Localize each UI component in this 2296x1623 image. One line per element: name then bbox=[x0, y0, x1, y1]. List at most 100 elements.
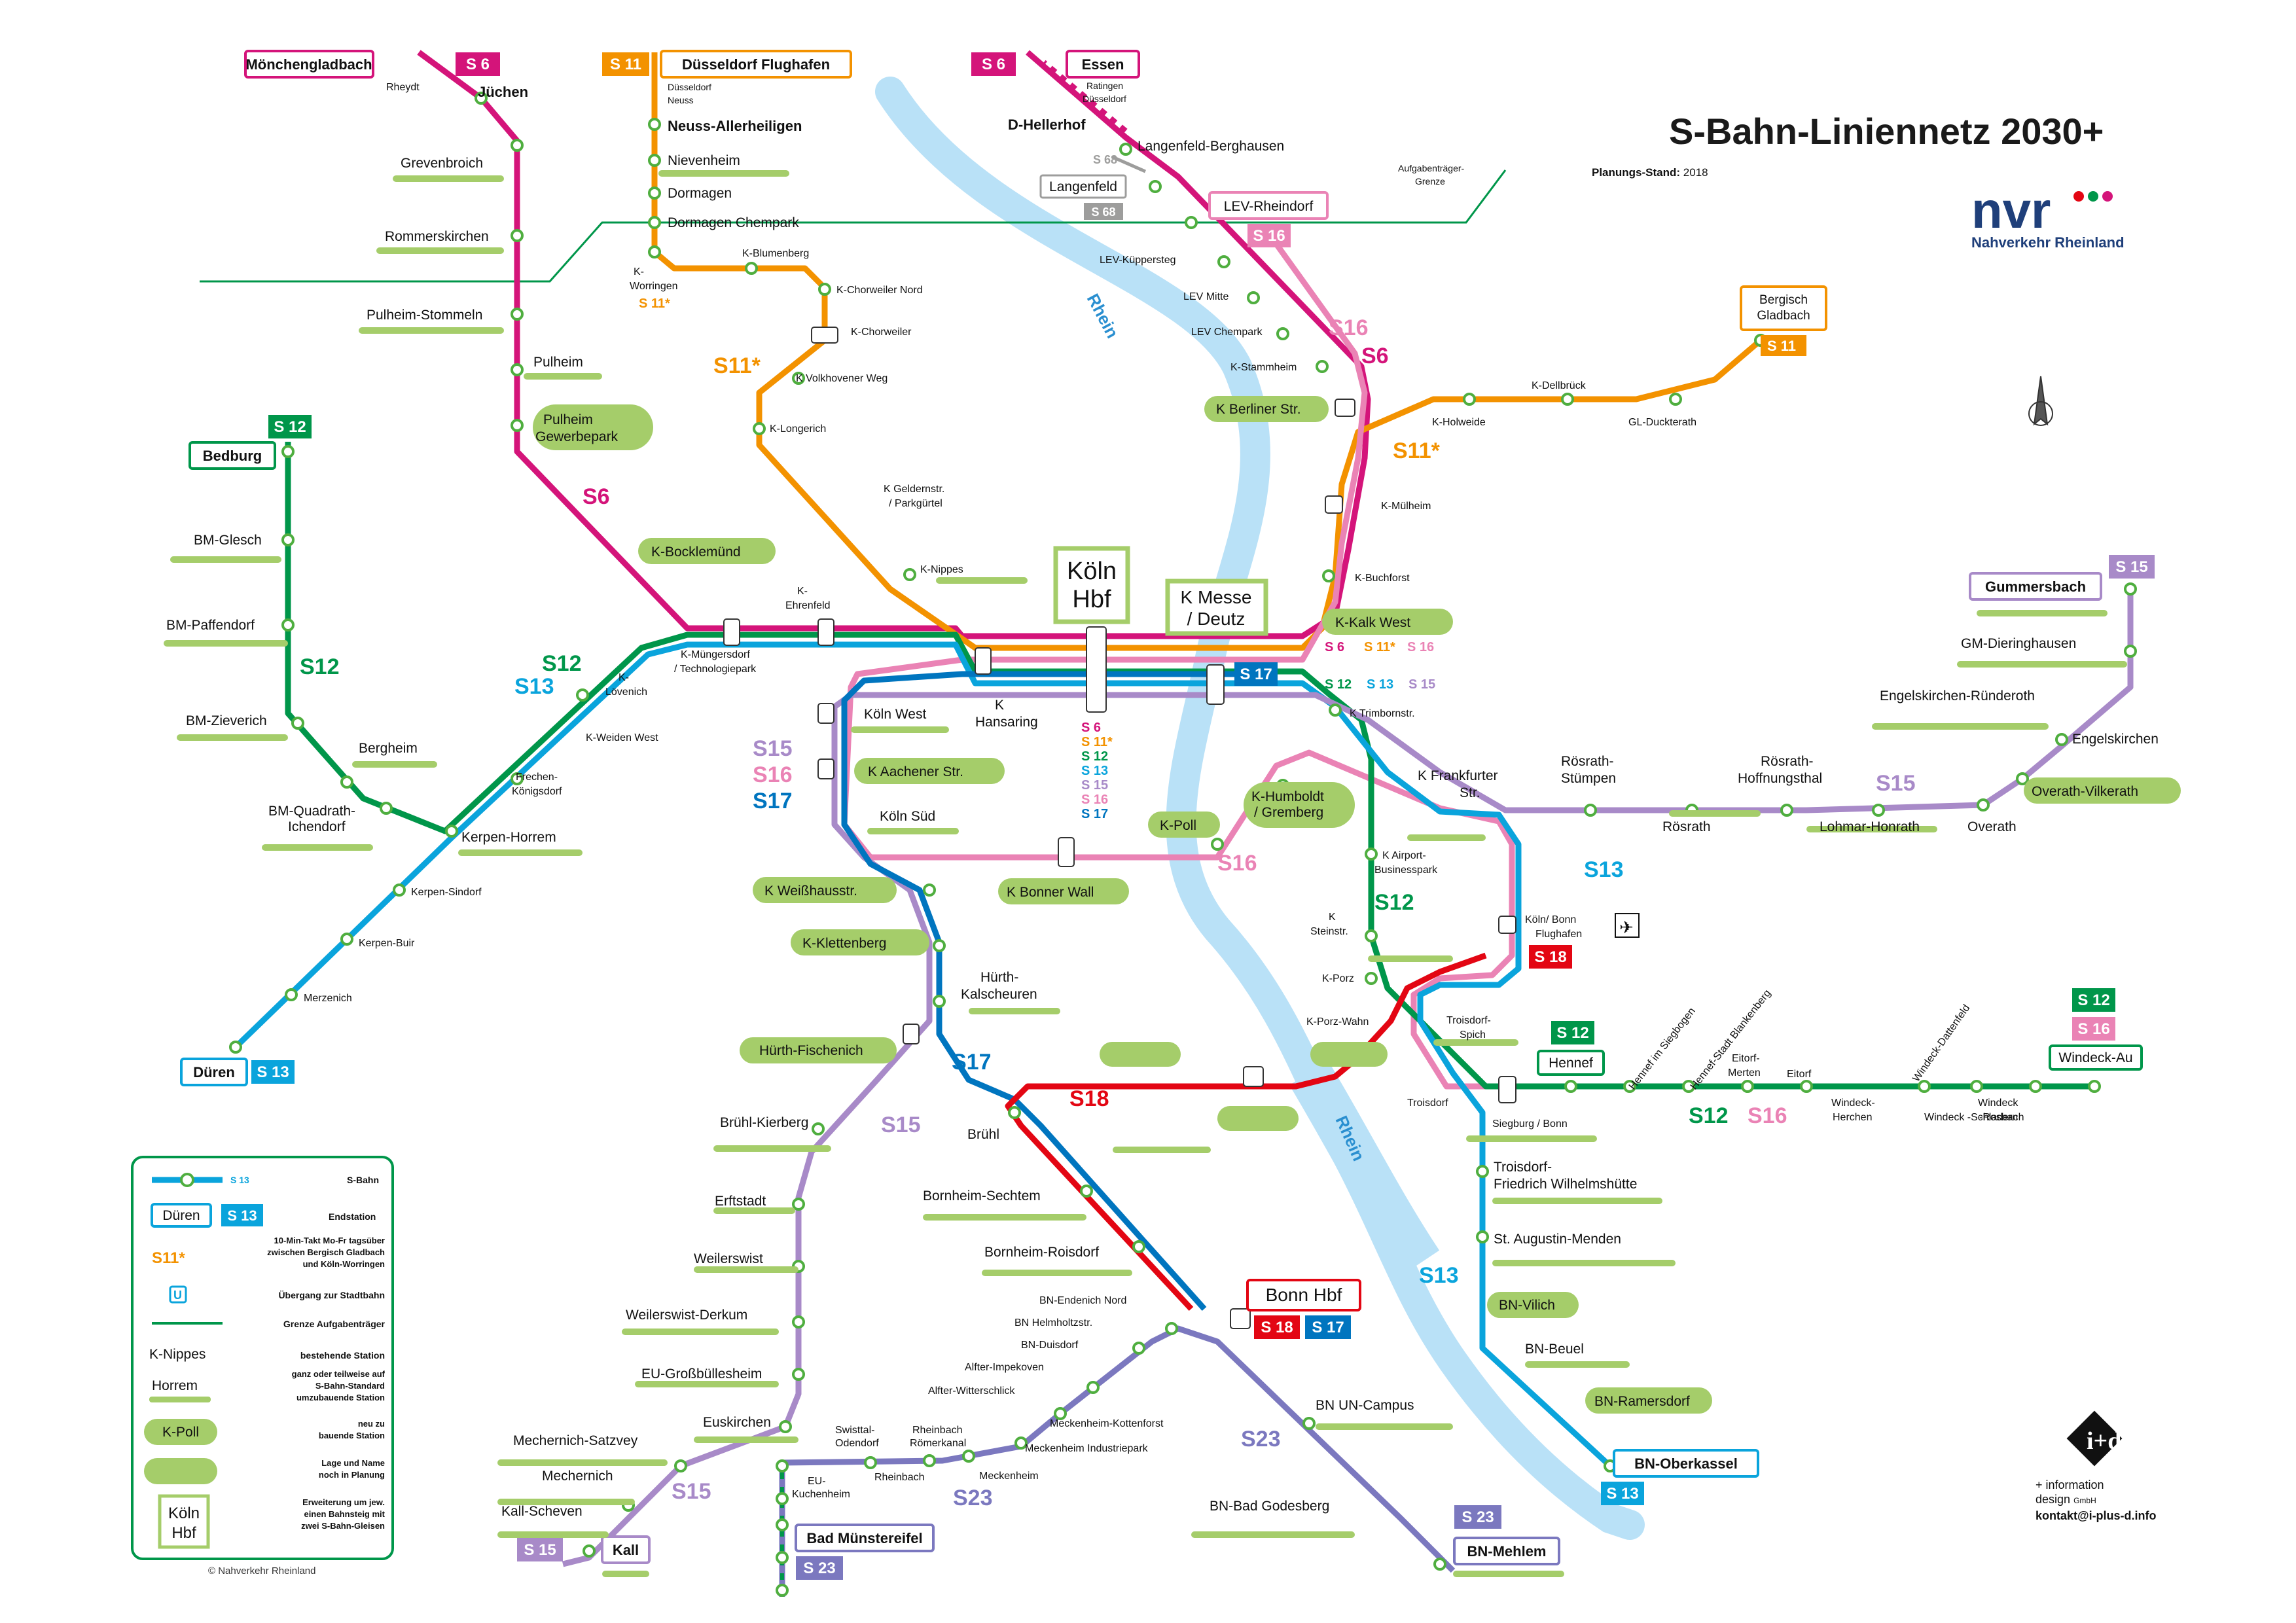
svg-text:S 12: S 12 bbox=[2077, 991, 2109, 1009]
svg-text:Hennef: Hennef bbox=[1549, 1056, 1593, 1071]
svg-text:bestehende Station: bestehende Station bbox=[300, 1350, 385, 1361]
svg-text:Mechernich: Mechernich bbox=[542, 1469, 613, 1484]
svg-text:Str.: Str. bbox=[1460, 785, 1480, 800]
svg-text:S 13: S 13 bbox=[230, 1175, 249, 1185]
svg-text:S 17: S 17 bbox=[1081, 807, 1108, 821]
svg-text:Bedburg: Bedburg bbox=[203, 448, 262, 464]
new-station-pills[interactable] bbox=[533, 396, 2181, 1414]
svg-text:Merten: Merten bbox=[1728, 1067, 1761, 1079]
svg-text:Nievenheim: Nievenheim bbox=[668, 153, 740, 168]
svg-text:LEV Mitte: LEV Mitte bbox=[1183, 291, 1229, 302]
authority-border bbox=[200, 169, 1507, 283]
svg-text:Overath: Overath bbox=[1967, 819, 2017, 834]
svg-text:/ Parkgürtel: / Parkgürtel bbox=[889, 498, 942, 509]
svg-text:K Trimbornstr.: K Trimbornstr. bbox=[1350, 708, 1415, 719]
nvr-logo: nvr bbox=[1971, 181, 2113, 239]
svg-text:Pulheim: Pulheim bbox=[533, 355, 583, 370]
svg-text:Neuss: Neuss bbox=[668, 95, 694, 105]
svg-text:K Volkhovener Weg: K Volkhovener Weg bbox=[796, 373, 888, 384]
koeln-hbf-box[interactable] bbox=[1053, 546, 1130, 624]
svg-text:S11*: S11* bbox=[152, 1249, 185, 1267]
k-messe-box[interactable] bbox=[1165, 579, 1268, 636]
svg-text:Flughafen: Flughafen bbox=[1535, 929, 1582, 940]
svg-text:umzubauende Station: umzubauende Station bbox=[296, 1393, 385, 1402]
svg-text:S17: S17 bbox=[952, 1050, 992, 1075]
svg-text:Köln Süd: Köln Süd bbox=[880, 809, 935, 824]
map-title: S-Bahn-Liniennetz 2030+ bbox=[1669, 111, 2104, 152]
svg-text:S6: S6 bbox=[583, 484, 610, 509]
svg-text:S 16: S 16 bbox=[1253, 227, 1285, 245]
line-tags: S 6 S 11 S 6 S 68 S 68 S 16 S 12 S 11 S … bbox=[251, 52, 2155, 1580]
svg-text:K-Blumenberg: K-Blumenberg bbox=[742, 248, 809, 259]
svg-text:Grenze Aufgabenträger: Grenze Aufgabenträger bbox=[283, 1319, 386, 1329]
svg-text:-Rosbach: -Rosbach bbox=[1979, 1112, 2024, 1123]
svg-text:K-Longerich: K-Longerich bbox=[770, 423, 826, 435]
svg-text:BN-Ramersdorf: BN-Ramersdorf bbox=[1594, 1394, 1690, 1409]
svg-text:Stümpen: Stümpen bbox=[1561, 771, 1616, 786]
koeln-hbf-label: Köln bbox=[1067, 558, 1117, 585]
svg-text:S 16: S 16 bbox=[2077, 1020, 2109, 1038]
svg-text:S 11: S 11 bbox=[610, 56, 641, 73]
river-label: Rhein bbox=[1083, 291, 1122, 342]
svg-text:Alfter-Witterschlick: Alfter-Witterschlick bbox=[928, 1385, 1015, 1397]
svg-text:S12: S12 bbox=[1689, 1103, 1729, 1128]
svg-text:K-Müngersdorf: K-Müngersdorf bbox=[681, 649, 750, 660]
svg-text:Hürth-Fischenich: Hürth-Fischenich bbox=[759, 1043, 863, 1058]
svg-text:Rheinbach: Rheinbach bbox=[874, 1472, 925, 1483]
k-messe-label: / Deutz bbox=[1187, 609, 1246, 629]
terminus-boxes[interactable]: Mönchengladbach Düsseldorf Flughafen Ess… bbox=[180, 50, 2143, 1565]
svg-text:S 12: S 12 bbox=[274, 418, 306, 436]
svg-text:K Aachener Str.: K Aachener Str. bbox=[868, 764, 963, 779]
svg-text:Endstation: Endstation bbox=[329, 1211, 376, 1222]
svg-text:Hansaring: Hansaring bbox=[975, 715, 1038, 730]
airport-icon: ✈ bbox=[1615, 913, 1640, 938]
svg-text:BN Helmholtzstr.: BN Helmholtzstr. bbox=[1014, 1317, 1092, 1329]
svg-text:Neuss-Allerheiligen: Neuss-Allerheiligen bbox=[668, 118, 802, 134]
line-s15 bbox=[562, 589, 2134, 1567]
svg-text:Aufgabenträger-: Aufgabenträger- bbox=[1398, 163, 1465, 173]
svg-text:bauende Station: bauende Station bbox=[319, 1431, 385, 1440]
svg-text:zwei S-Bahn-Gleisen: zwei S-Bahn-Gleisen bbox=[301, 1521, 385, 1531]
line-s12 bbox=[285, 442, 2094, 1090]
svg-text:Köln/ Bonn: Köln/ Bonn bbox=[1525, 914, 1576, 925]
svg-text:Köln: Köln bbox=[168, 1505, 200, 1522]
svg-text:Alfter-Impekoven: Alfter-Impekoven bbox=[965, 1362, 1044, 1373]
svg-text:S13: S13 bbox=[1584, 857, 1624, 882]
svg-text:Weilerswist-Derkum: Weilerswist-Derkum bbox=[626, 1308, 747, 1323]
svg-text:BN-Mehlem: BN-Mehlem bbox=[1467, 1543, 1546, 1560]
svg-text:S 13: S 13 bbox=[1081, 764, 1108, 778]
svg-text:S 11*: S 11* bbox=[639, 296, 670, 311]
svg-text:S 6: S 6 bbox=[466, 56, 490, 73]
designer-contact[interactable]: kontakt@i-plus-d.info bbox=[2036, 1509, 2157, 1522]
svg-text:Römerkanal: Römerkanal bbox=[910, 1438, 966, 1449]
svg-text:Mechernich-Satzvey: Mechernich-Satzvey bbox=[513, 1433, 638, 1448]
svg-text:10-Min-Takt Mo-Fr tagsüber: 10-Min-Takt Mo-Fr tagsüber bbox=[274, 1236, 386, 1245]
svg-text:EU-: EU- bbox=[808, 1476, 826, 1487]
svg-text:✈: ✈ bbox=[1619, 918, 1634, 938]
svg-text:Ratingen: Ratingen bbox=[1086, 80, 1123, 91]
svg-text:Bonn Hbf: Bonn Hbf bbox=[1266, 1285, 1342, 1305]
svg-text:K-Poll: K-Poll bbox=[1160, 818, 1196, 833]
svg-text:LEV-Küppersteg: LEV-Küppersteg bbox=[1100, 255, 1176, 266]
svg-text:K-Chorweiler: K-Chorweiler bbox=[851, 327, 912, 338]
svg-text:Düren: Düren bbox=[193, 1064, 235, 1080]
svg-text:Übergang zur Stadtbahn: Übergang zur Stadtbahn bbox=[278, 1290, 385, 1300]
svg-text:GM-Dieringhausen: GM-Dieringhausen bbox=[1961, 636, 2076, 651]
svg-text:Langenfeld-Berghausen: Langenfeld-Berghausen bbox=[1138, 139, 1284, 154]
svg-text:K-Weiden West: K-Weiden West bbox=[586, 732, 658, 743]
svg-text:Kerpen-Sindorf: Kerpen-Sindorf bbox=[411, 887, 482, 898]
svg-text:Windeck-Dattenfeld: Windeck-Dattenfeld bbox=[1910, 1003, 1972, 1084]
svg-text:Meckenheim-Kottenforst: Meckenheim-Kottenforst bbox=[1050, 1418, 1164, 1429]
svg-text:Kerpen-Buir: Kerpen-Buir bbox=[359, 938, 415, 949]
svg-text:K-Stammheim: K-Stammheim bbox=[1230, 362, 1297, 373]
station-dots bbox=[229, 92, 2137, 1597]
svg-text:Gladbach: Gladbach bbox=[1757, 309, 1810, 323]
svg-text:BM-Glesch: BM-Glesch bbox=[194, 533, 262, 548]
svg-text:S11*: S11* bbox=[1393, 438, 1441, 463]
svg-text:Rösrath-: Rösrath- bbox=[1761, 754, 1814, 769]
svg-text:Rösrath: Rösrath bbox=[1662, 819, 1711, 834]
svg-text:Dormagen Chempark: Dormagen Chempark bbox=[668, 215, 799, 230]
svg-text:Rommerskirchen: Rommerskirchen bbox=[385, 229, 489, 244]
svg-text:K Berliner Str.: K Berliner Str. bbox=[1216, 402, 1301, 417]
